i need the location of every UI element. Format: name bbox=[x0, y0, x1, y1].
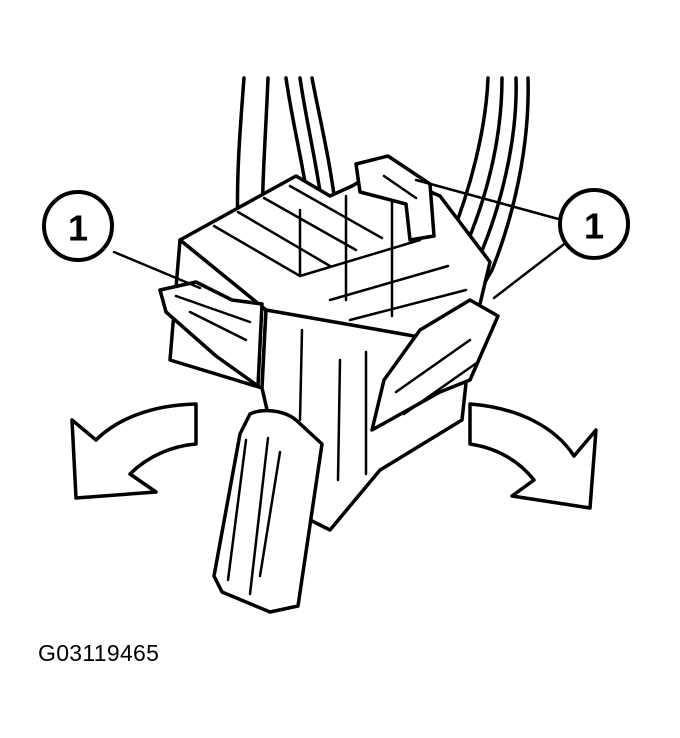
left-release-arrow bbox=[70, 402, 198, 500]
callout-right-leader-1 bbox=[414, 178, 564, 222]
figure-code: G03119465 bbox=[38, 640, 160, 666]
wire-bundle bbox=[235, 76, 530, 324]
callout-left: 1 bbox=[42, 190, 114, 262]
connector-body bbox=[158, 154, 500, 614]
callout-right-label: 1 bbox=[584, 206, 604, 247]
callout-left-label: 1 bbox=[68, 208, 88, 249]
callout-left-leader bbox=[112, 250, 202, 290]
callout-right-leader-2 bbox=[492, 236, 574, 300]
callout-right: 1 bbox=[558, 188, 630, 260]
right-release-arrow bbox=[468, 402, 598, 510]
